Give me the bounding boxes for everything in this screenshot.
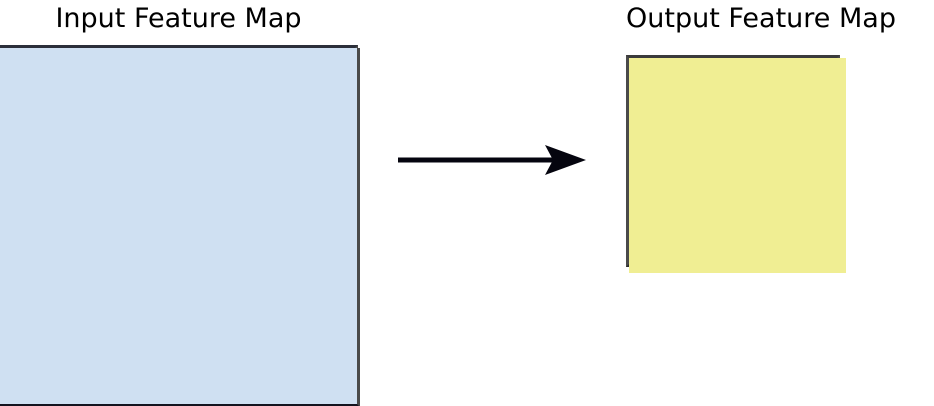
input-feature-map-cell-r4-c1 [71, 332, 146, 406]
input-feature-map-cell-r0-c0 [0, 48, 75, 123]
output-feature-map-cell-r0-c2 [771, 58, 846, 132]
output-feature-map-cell-r1-c2 [771, 128, 846, 203]
input-feature-map-cell-r3-c4 [285, 261, 360, 336]
output-feature-map-title: Output Feature Map [626, 3, 896, 34]
input-feature-map-cell-r1-c4 [285, 119, 360, 194]
input-feature-map-cell-r0-c1 [71, 48, 146, 123]
input-feature-map-cell-r2-c3 [214, 190, 289, 265]
output-feature-map-grid [626, 55, 846, 273]
input-feature-map-cell-r0-c3 [214, 48, 289, 123]
input-feature-map-cell-r4-c3 [214, 332, 289, 406]
output-feature-map-cell-r2-c2 [771, 199, 846, 273]
input-feature-map-cell-r2-c4 [285, 190, 360, 265]
output-feature-map-cell-r0-c0 [629, 58, 704, 132]
input-feature-map-cell-r0-c2 [142, 48, 218, 123]
input-feature-map-cell-r1-c3 [214, 119, 289, 194]
input-feature-map-cell-r3-c2 [142, 261, 218, 336]
output-feature-map-cell-r1-c0 [629, 128, 704, 203]
input-feature-map-cell-r1-c1 [71, 119, 146, 194]
input-feature-map-grid [0, 45, 360, 406]
input-feature-map-cell-r2-c1 [71, 190, 146, 265]
input-feature-map-cell-r3-c1 [71, 261, 146, 336]
transformation-arrow [398, 145, 586, 175]
input-feature-map-cell-r3-c0 [0, 261, 75, 336]
output-feature-map-cell-r1-c1 [700, 128, 775, 203]
input-feature-map-title: Input Feature Map [55, 3, 302, 34]
arrow-head-icon [545, 145, 586, 175]
input-feature-map-cell-r3-c3 [214, 261, 289, 336]
output-feature-map-cell-r2-c1 [700, 199, 775, 273]
input-feature-map-cell-r1-c0 [0, 119, 75, 194]
input-feature-map-cell-r4-c4 [285, 332, 360, 406]
input-feature-map-cell-r0-c4 [285, 48, 360, 123]
input-feature-map-cell-r4-c2 [142, 332, 218, 406]
input-feature-map-cell-r1-c2 [142, 119, 218, 194]
input-feature-map-cell-r2-c2 [142, 190, 218, 265]
output-feature-map-cell-r0-c1 [700, 58, 775, 132]
input-feature-map-cell-r2-c0 [0, 190, 75, 265]
output-feature-map-cell-r2-c0 [629, 199, 704, 273]
input-feature-map-cell-r4-c0 [0, 332, 75, 406]
